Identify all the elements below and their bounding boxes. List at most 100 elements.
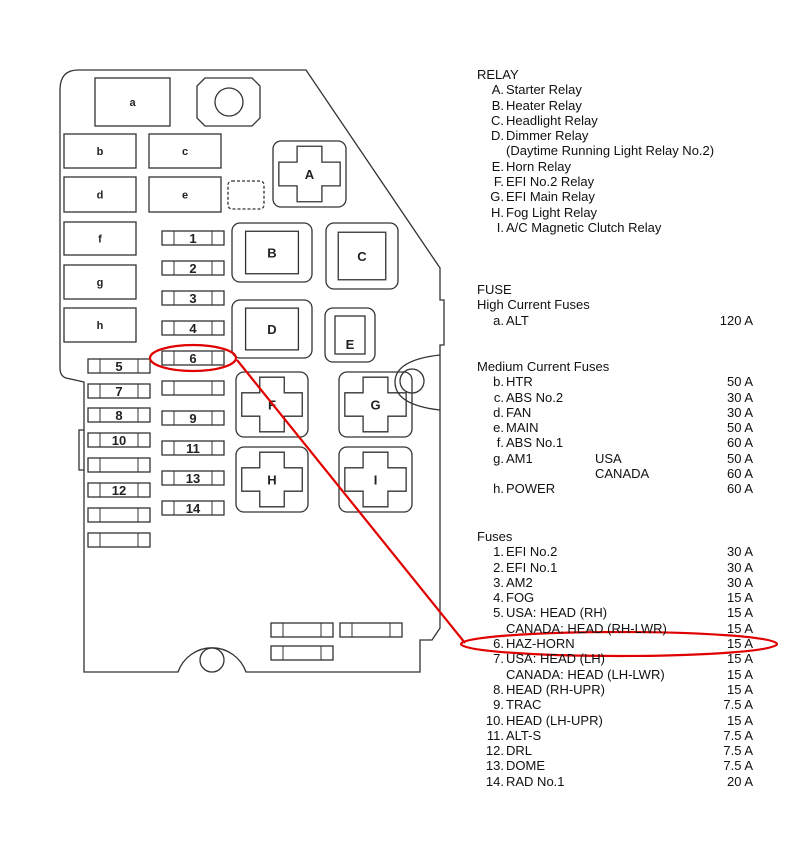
mini-fuse-4[interactable]: 4 xyxy=(161,320,225,336)
relay-num: H. xyxy=(491,204,504,220)
fuse-num: 8. xyxy=(493,681,504,697)
mini-fuse-5[interactable]: 5 xyxy=(87,358,151,374)
mini-fuse-label: 1 xyxy=(189,231,196,246)
mini-fuse-label: 8 xyxy=(115,408,122,423)
mini-fuse-12[interactable]: 12 xyxy=(87,482,151,498)
relay-label: B xyxy=(267,246,276,261)
mini-fuse-label: 4 xyxy=(189,321,197,336)
mini-fuse-14[interactable]: 14 xyxy=(161,500,225,516)
mini-fuse-label: 6 xyxy=(189,351,196,366)
fuse-row: 2.EFI No.1 30 A xyxy=(477,560,757,575)
relay-row: E.Horn Relay xyxy=(477,159,757,174)
relay-num: I. xyxy=(496,219,504,235)
max-fuse-c[interactable]: c xyxy=(148,133,222,169)
fuse-num: 9. xyxy=(493,697,504,713)
mini-fuse-label: 13 xyxy=(186,471,200,486)
fuse-value: 30 A xyxy=(726,559,753,575)
medium-fuse-num: h. xyxy=(493,481,504,497)
relay-num: E. xyxy=(491,158,504,174)
relay-G[interactable]: G xyxy=(338,371,413,438)
relay-B[interactable]: B xyxy=(231,222,313,283)
medium-fuse-value: 30 A xyxy=(726,404,753,420)
relay-A[interactable]: A xyxy=(272,140,347,208)
spare-fuse-slot xyxy=(87,532,151,548)
fuse-row: 10.HEAD (LH-UPR)15 A xyxy=(477,713,757,728)
max-fuse-b[interactable]: b xyxy=(63,133,137,169)
relay-num: D. xyxy=(491,128,504,144)
fuse-value: 15 A xyxy=(726,605,753,621)
medium-fuse-value: 50 A xyxy=(726,450,753,466)
high-fuse-name: ALT xyxy=(506,312,529,328)
fuse-row: CANADA: HEAD (LH-LWR)15 A xyxy=(477,667,757,682)
mini-fuse-13[interactable]: 13 xyxy=(161,470,225,486)
relay-C[interactable]: C xyxy=(325,222,399,290)
mini-fuse-8[interactable]: 8 xyxy=(87,407,151,423)
mini-fuse-7[interactable]: 7 xyxy=(87,383,151,399)
relay-row: I.A/C Magnetic Clutch Relay xyxy=(477,220,757,235)
relay-label: H xyxy=(267,473,276,488)
max-fuse-label: h xyxy=(97,320,104,332)
relay-row: F.EFI No.2 Relay xyxy=(477,174,757,189)
relay-row: A.Starter Relay xyxy=(477,82,757,97)
relay-label: D xyxy=(267,322,276,337)
relay-heading: RELAY xyxy=(477,67,519,82)
fuse-name: HEAD (RH-UPR) xyxy=(506,681,605,697)
max-fuse-f[interactable]: f xyxy=(63,221,137,256)
max-fuse-h[interactable]: h xyxy=(63,307,137,343)
medium-fuse-sub: USA xyxy=(595,450,622,466)
spare-relay-outline xyxy=(227,180,265,210)
max-fuse-label: b xyxy=(97,146,104,158)
mini-fuse-label: 9 xyxy=(189,411,196,426)
fuse-value: 20 A xyxy=(726,773,753,789)
relay-I[interactable]: I xyxy=(338,446,413,513)
fuse-box-outline xyxy=(59,69,445,673)
fuse-value: 7.5 A xyxy=(723,758,753,774)
mini-fuse-9[interactable]: 9 xyxy=(161,410,225,426)
medium-fuse-num: f. xyxy=(496,435,504,451)
fuse-row: 8.HEAD (RH-UPR)15 A xyxy=(477,682,757,697)
medium-fuse-value: 50 A xyxy=(726,374,753,390)
fuse-num: 3. xyxy=(493,574,504,590)
max-fuse-d[interactable]: d xyxy=(63,176,137,213)
fuse-name: EFI No.1 xyxy=(506,559,558,575)
high-fuse-num: a. xyxy=(493,312,504,328)
fuse-row: CANADA: HEAD (RH-LWR)15 A xyxy=(477,621,757,636)
fuse-row: 5.USA: HEAD (RH)15 A xyxy=(477,605,757,620)
max-fuse-a[interactable]: a xyxy=(94,77,171,127)
fuse-value: 15 A xyxy=(726,651,753,667)
mini-fuse-1[interactable]: 1 xyxy=(161,230,225,246)
mini-fuse-3[interactable]: 3 xyxy=(161,290,225,306)
mini-fuse-label: 3 xyxy=(189,291,196,306)
highlight-pointer-line xyxy=(236,359,466,644)
mini-fuse-10[interactable]: 10 xyxy=(87,432,151,448)
max-fuse-e[interactable]: e xyxy=(148,176,222,213)
max-fuse-g[interactable]: g xyxy=(63,264,137,300)
high-fuse-value: 120 A xyxy=(719,312,753,328)
mini-fuse-11[interactable]: 11 xyxy=(161,440,225,456)
relay-D[interactable]: D xyxy=(231,299,313,359)
relay-E[interactable]: E xyxy=(324,307,376,363)
fuse-value: 7.5 A xyxy=(723,743,753,759)
fuse-num: 2. xyxy=(493,559,504,575)
max-fuse-label: f xyxy=(98,234,102,246)
spare-fuse-slot xyxy=(339,622,403,638)
fuse-name: TRAC xyxy=(506,697,542,713)
mini-fuse-2[interactable]: 2 xyxy=(161,260,225,276)
fuse-num: 4. xyxy=(493,590,504,606)
medium-fuse-name: MAIN xyxy=(506,420,539,436)
medium-fuse-value: 50 A xyxy=(726,420,753,436)
relay-name: (Daytime Running Light Relay No.2) xyxy=(506,143,715,159)
relay-num: G. xyxy=(490,189,504,205)
relay-name: Horn Relay xyxy=(506,158,572,174)
relay-name: Fog Light Relay xyxy=(506,204,598,220)
relay-H[interactable]: H xyxy=(235,446,309,513)
mini-fuse-label: 7 xyxy=(115,384,122,399)
mini-fuse-6[interactable]: 6 xyxy=(161,350,225,366)
